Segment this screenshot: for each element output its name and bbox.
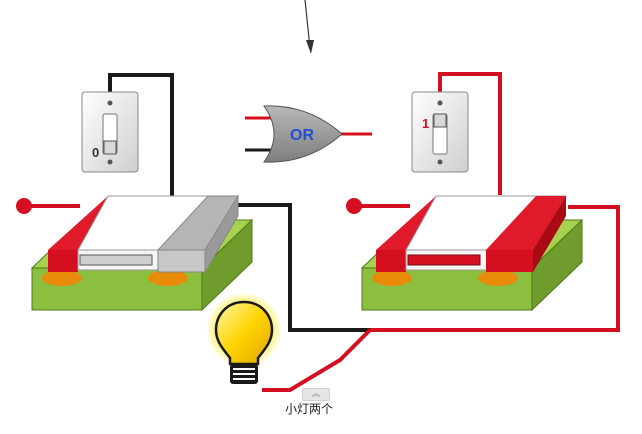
wire-right-output — [370, 205, 620, 332]
transistor-right — [360, 195, 584, 312]
wire-left-switch-to-transistor — [108, 73, 174, 200]
terminal-left-input — [16, 198, 32, 214]
wire-left-output — [238, 203, 370, 332]
switch-right-state: 1 — [422, 116, 429, 131]
terminal-right-input — [346, 198, 362, 214]
wire-right-switch-to-transistor — [438, 72, 502, 195]
terminal-right-drain — [478, 270, 518, 286]
switch-right-lever — [433, 113, 447, 128]
terminal-left-drain — [148, 270, 188, 286]
gate-label: OR — [290, 127, 314, 144]
terminal-right-source — [372, 270, 412, 286]
switch-right[interactable]: 1 — [411, 91, 469, 173]
scroll-up-tab[interactable]: ︽ — [302, 388, 330, 401]
bulb-icon — [206, 292, 282, 384]
channel-right — [407, 254, 481, 266]
wires — [16, 72, 620, 392]
terminal-left-source — [42, 270, 82, 286]
switch-left-lever — [103, 140, 117, 155]
switch-left[interactable]: 0 — [81, 91, 139, 173]
pointer-arrow — [304, 0, 314, 54]
wire-bus-to-bulb — [262, 328, 372, 392]
or-gate-symbol: OR — [245, 105, 372, 163]
transistor-left — [30, 194, 254, 312]
slide-caption: 小灯两个 — [285, 402, 334, 416]
switch-left-state: 0 — [92, 145, 99, 160]
channel-left — [79, 254, 153, 266]
